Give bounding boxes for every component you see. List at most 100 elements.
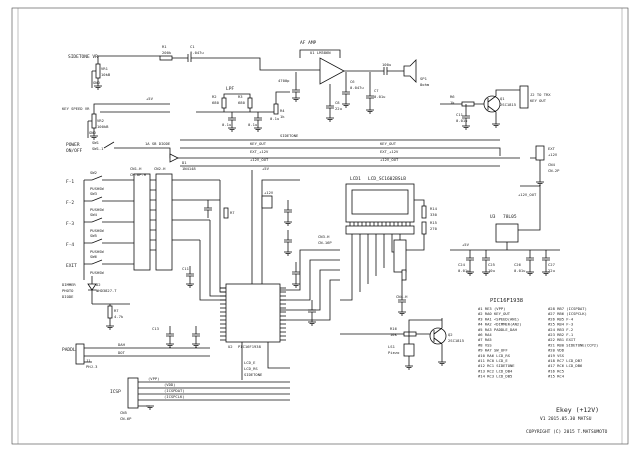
r16-value: 10k xyxy=(390,332,398,337)
r2-value: 680 xyxy=(212,100,220,105)
title-version: V1 2015.05.30 MATSU xyxy=(540,416,592,422)
q1-ref: Q1 xyxy=(500,96,505,101)
q1-value: 2SC1815 xyxy=(500,102,516,107)
r1-ref: R1 xyxy=(162,44,167,49)
pin-table-left-row: #2 RA0 KEY_OUT xyxy=(478,311,511,316)
c2-value: 0.1u xyxy=(222,122,231,127)
cn3-connector xyxy=(345,225,415,235)
pin-table-left-row: #11 RC0 LCD_E xyxy=(478,358,508,363)
pin-table-right-row: #27 RB6 (ICSPCLK) xyxy=(548,311,587,316)
icsp-connector xyxy=(127,377,139,409)
cn4-h-connector xyxy=(393,239,407,273)
d1-value: 1N4148 xyxy=(182,166,196,171)
r1-value: 200k xyxy=(162,50,172,55)
paddle-title: PADDLE xyxy=(62,347,79,353)
c3-value: 0.1u xyxy=(248,122,257,127)
pin-table-right-row: #23 RB2 F-1 xyxy=(548,332,574,337)
svg-text:C13: C13 xyxy=(152,326,159,331)
r7-ref: R7 xyxy=(114,308,119,313)
net-plus5v-1: +5V xyxy=(146,96,154,101)
key-exit-label: EXIT xyxy=(66,263,77,269)
c24-value: 0.01u xyxy=(458,268,469,273)
sw1-sub: SW1-1 xyxy=(92,146,104,151)
pin-table-left-row: #1 RE3 (VPP) xyxy=(478,306,505,311)
title-block: Ekey (+12V) V1 2015.05.30 MATSU COPYRIGH… xyxy=(526,406,608,435)
c8-ref: C8 xyxy=(335,100,340,105)
icsp-vpp: (VPP) xyxy=(148,376,159,381)
pin-table-right-row: #24 RB3 F-2 xyxy=(548,327,573,332)
pin-table-right: #28 RB7 (ICSPDAT)#27 RB6 (ICSPCLK)#26 RB… xyxy=(548,306,598,379)
diode-d1-symbol xyxy=(169,153,179,163)
speaker-icon xyxy=(403,59,417,83)
u2-mcu xyxy=(225,283,281,343)
dimmer-label-1: DIMMER xyxy=(62,282,76,287)
paddle-dah: DAH xyxy=(118,342,126,347)
paddle-block: PADDLE J1 PHJ-3 DAH DOT xyxy=(62,342,210,369)
c25-value: 10u xyxy=(488,268,495,273)
r16-ref: R16 xyxy=(390,326,398,331)
c1-ref: C1 xyxy=(190,44,195,49)
r2-ref: R2 xyxy=(212,94,217,99)
c26-ref: C26 xyxy=(514,262,522,267)
j1-ref: J1 xyxy=(86,358,91,363)
tx-out-block: R6 1k Q1 2SC1815 C11 0.01u J2 TO TRX KEY… xyxy=(440,85,551,126)
pin-table-right-row: #15 RC4 xyxy=(548,374,565,379)
icsp-vdd: (VDD) xyxy=(164,382,175,387)
push-switch-block: F-1 F-2 F-3 F-4 EXIT SW2 SW3 SW4 SW5 SW6… xyxy=(66,166,220,280)
svg-text:SW3: SW3 xyxy=(90,191,97,196)
pin-table-right-row: #19 VSS xyxy=(548,353,565,358)
pin-table-left-row: #13 RC2 LCD_DB4 xyxy=(478,368,513,373)
power-sub: ON/OFF xyxy=(66,148,83,154)
svg-text:GND: GND xyxy=(89,130,97,135)
r3-ref: R3 xyxy=(238,94,243,99)
svg-text:SW6: SW6 xyxy=(90,254,98,259)
icsp-pgd: (ICSPDAT) xyxy=(164,388,185,393)
q2-transistor xyxy=(429,327,447,345)
sp1-value: 8ohm xyxy=(420,82,430,87)
c4-value: 4700p xyxy=(278,78,290,83)
pin-table-left-row: #7 RA5 xyxy=(478,337,492,342)
pin-table-right-row: #22 RB1 EXIT xyxy=(548,337,576,342)
d1-ref: D1 xyxy=(182,160,187,165)
vr2-ref: VR2 xyxy=(97,118,104,123)
icsp-title: ICSP xyxy=(110,389,121,395)
diode-label: 1A SB DIODE xyxy=(145,141,171,146)
u1-ref: U1 LM386N xyxy=(310,50,331,55)
sidetone-vr-title: SIDETONE VR xyxy=(68,54,98,60)
ls1-value: Piezo xyxy=(388,350,400,355)
icsp-pgc: (ICSPCLK) xyxy=(164,394,185,399)
u2-ref: U2 xyxy=(228,344,233,349)
paddle-dot: DOT xyxy=(118,350,126,355)
u3-part: 78L05 xyxy=(503,214,517,220)
c6-value: 0.047u xyxy=(350,85,364,90)
title-name: Ekey (+12V) xyxy=(556,406,599,414)
svg-text:SW5: SW5 xyxy=(90,233,97,238)
mcu-block: U2 PIC16F1938 C11 C13 R7 +12V LCD_E LCD_… xyxy=(152,170,340,380)
net-plus12v-1: +12V xyxy=(264,190,274,195)
c24-ref: C24 xyxy=(458,262,466,267)
svg-text:PUSHSW: PUSHSW xyxy=(90,270,104,275)
svg-text:LCD_E: LCD_E xyxy=(244,360,256,365)
svg-text:C11: C11 xyxy=(182,266,190,271)
r3-value: 680 xyxy=(238,100,246,105)
r7-value: 4.7k xyxy=(114,314,124,319)
c5-value: 0.1u xyxy=(270,116,279,121)
c27-ref: C27 xyxy=(548,262,555,267)
ext-value: +12V xyxy=(548,152,558,157)
key-f1-label: F-1 xyxy=(66,179,74,185)
c7-ref: C7 xyxy=(374,88,379,93)
net-ext12v-2: EXT_+12V xyxy=(380,149,399,154)
svg-text:PUSHSW: PUSHSW xyxy=(90,228,104,233)
r4-value: 1k xyxy=(280,114,285,119)
pin-table-left-row: #4 RA2 <DIMMER(AN2) xyxy=(478,322,521,327)
j2-ref: J2 TO TRX xyxy=(530,92,551,97)
cn2-connector xyxy=(155,173,173,271)
key-speed-vr-block: KEY SPEED VR VR2 100kB GND +5V xyxy=(62,96,170,138)
lcd1-part: LCD_SC1602BSLB xyxy=(368,176,406,182)
power-title: POWER xyxy=(66,142,80,148)
pin-table-left-row: #12 RC1 SIDETONE xyxy=(478,363,515,368)
lcd1-ref: LCD1 xyxy=(350,176,361,182)
lpf-block: LPF R2 680 R3 680 0.1u 0.1u 0.1u R4 1k xyxy=(196,86,290,128)
q2-ref: Q2 xyxy=(448,332,453,337)
